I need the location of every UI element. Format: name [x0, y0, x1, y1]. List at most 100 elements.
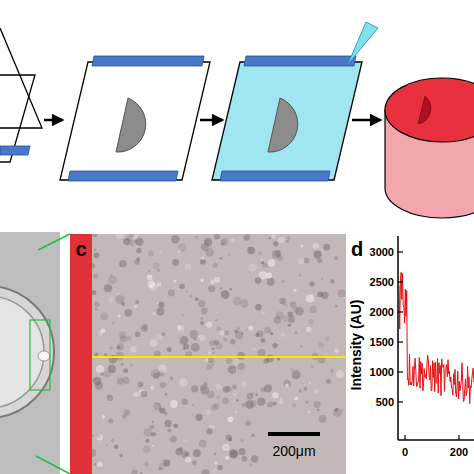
texture-spot — [208, 357, 214, 363]
texture-spot — [145, 439, 149, 443]
texture-spot — [317, 258, 322, 263]
texture-spot — [226, 434, 232, 440]
texture-spot — [144, 462, 149, 467]
y-axis — [397, 236, 399, 440]
texture-spot — [160, 382, 166, 388]
texture-spot — [292, 403, 296, 407]
texture-spot — [206, 364, 212, 370]
texture-spot — [238, 448, 245, 455]
texture-spot — [206, 428, 213, 435]
tissue-slice — [38, 351, 50, 361]
texture-spot — [140, 472, 143, 474]
glass-slide — [212, 62, 362, 180]
texture-spot — [106, 444, 108, 446]
texture-spot — [334, 256, 338, 260]
texture-spot — [108, 275, 117, 284]
texture-spot — [252, 348, 256, 352]
panel-letter: d — [351, 238, 363, 260]
texture-spot — [154, 432, 157, 435]
axis-title: Intensity (AU) — [349, 300, 364, 391]
texture-spot — [309, 306, 317, 314]
texture-spot — [318, 342, 324, 348]
texture-spot — [94, 302, 99, 307]
tick-label: 1500 — [370, 336, 394, 348]
texture-spot — [222, 397, 229, 404]
texture-spot — [156, 334, 162, 340]
texture-spot — [219, 257, 222, 260]
texture-spot — [206, 248, 214, 256]
texture-spot — [200, 321, 204, 325]
texture-spot — [165, 393, 168, 396]
texture-spot — [257, 349, 265, 357]
texture-spot — [272, 402, 276, 406]
texture-spot — [295, 307, 304, 316]
texture-spot — [240, 438, 244, 442]
texture-spot — [130, 346, 137, 353]
texture-spot — [142, 324, 147, 329]
texture-spot — [119, 331, 126, 338]
zoom-box — [30, 320, 50, 390]
texture-spot — [258, 251, 262, 255]
texture-spot — [255, 393, 258, 396]
texture-spot — [226, 386, 232, 392]
texture-spot — [194, 337, 197, 340]
texture-spot — [121, 363, 124, 366]
texture-spot — [266, 272, 272, 278]
texture-spot — [185, 290, 188, 293]
step-arrow — [44, 119, 62, 122]
texture-spot — [178, 244, 187, 253]
texture-spot — [104, 284, 112, 292]
texture-spot — [147, 275, 153, 281]
texture-spot — [304, 387, 308, 391]
texture-spot — [229, 288, 232, 291]
texture-spot — [182, 398, 188, 404]
texture-spot — [229, 449, 237, 457]
texture-spot — [94, 463, 97, 466]
texture-spot — [335, 305, 338, 308]
texture-spot — [173, 424, 178, 429]
texture-spot — [264, 326, 271, 333]
intensity-line — [399, 272, 474, 403]
texture-spot — [199, 440, 207, 448]
glass-slide — [0, 28, 42, 128]
texture-spot — [268, 237, 271, 240]
texture-spot — [298, 258, 305, 265]
texture-spot — [308, 319, 313, 324]
texture-spot — [185, 456, 191, 462]
texture-spot — [215, 343, 222, 350]
texture-spot — [272, 250, 281, 259]
texture-spot — [148, 270, 151, 273]
texture-spot — [201, 317, 203, 319]
texture-spot — [140, 391, 147, 398]
dish-rim — [0, 286, 54, 418]
texture-spot — [98, 331, 103, 336]
texture-spot — [102, 415, 105, 418]
texture-spot — [123, 377, 130, 384]
texture-spot — [196, 414, 203, 421]
texture-spot — [260, 387, 265, 392]
texture-spot — [321, 278, 323, 280]
texture-spot — [222, 243, 224, 245]
tape-strip — [0, 146, 30, 155]
texture-spot — [179, 336, 188, 345]
texture-spot — [92, 435, 94, 437]
texture-spot — [255, 277, 262, 284]
texture-spot — [333, 408, 342, 417]
x-axis — [398, 439, 474, 441]
texture-spot — [294, 331, 297, 334]
texture-spot — [220, 238, 228, 246]
texture-spot — [273, 241, 278, 246]
texture-spot — [220, 287, 222, 289]
texture-spot — [237, 327, 240, 330]
texture-spot — [249, 463, 252, 466]
texture-spot — [225, 456, 229, 460]
texture-spot — [230, 339, 236, 345]
texture-spot — [223, 337, 228, 342]
texture-spot — [192, 460, 197, 465]
texture-spot — [255, 304, 261, 310]
texture-spot — [175, 448, 182, 455]
texture-spot — [158, 467, 162, 471]
texture-spot — [214, 461, 217, 464]
texture-spot — [201, 308, 208, 315]
texture-spot — [138, 382, 144, 388]
